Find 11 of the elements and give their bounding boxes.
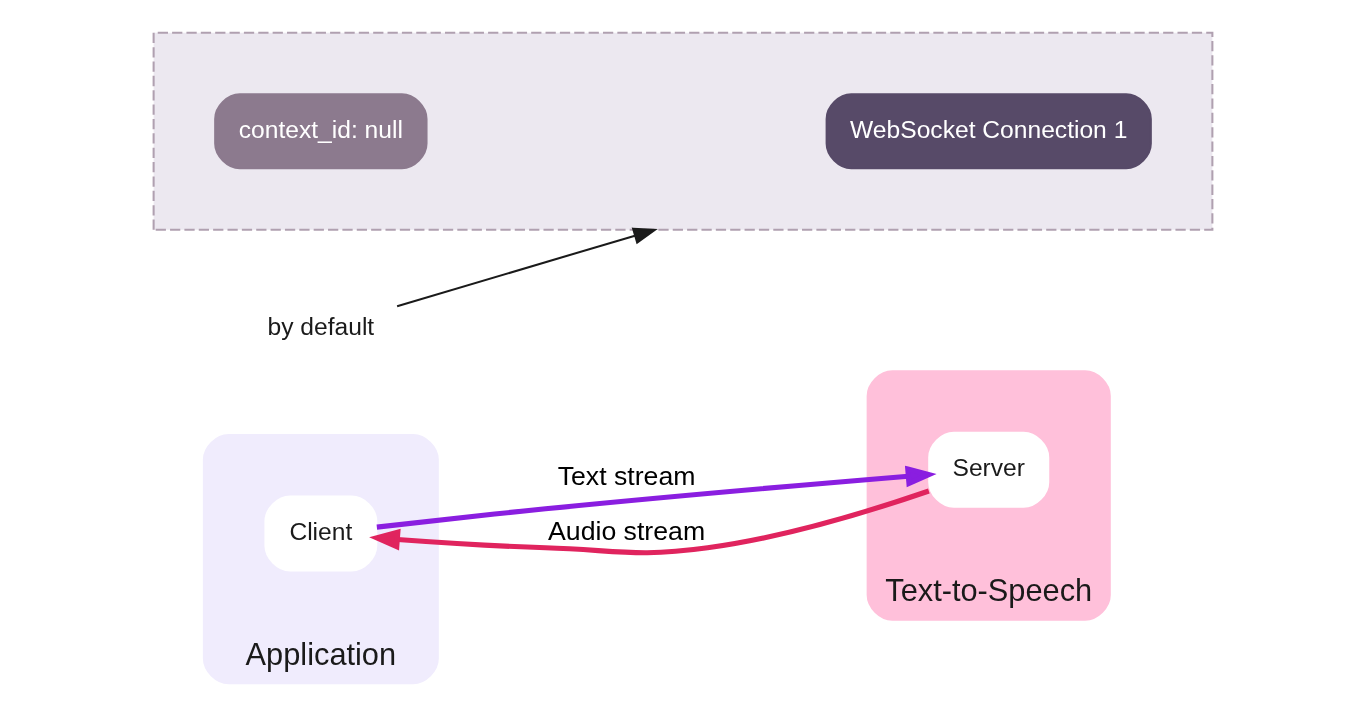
arrow <box>368 488 930 556</box>
arrow <box>376 465 937 530</box>
node-box: WebSocket Connection 1 <box>825 93 1152 170</box>
arrow <box>396 227 658 308</box>
edge-label: Audio stream <box>547 516 705 547</box>
cluster <box>152 31 1213 231</box>
node-text: by default <box>266 312 374 340</box>
node-box: Server <box>927 431 1049 508</box>
node-box: context_id: null <box>213 93 428 170</box>
node-box: Client <box>263 495 377 572</box>
edge-label: Text stream <box>557 461 695 492</box>
